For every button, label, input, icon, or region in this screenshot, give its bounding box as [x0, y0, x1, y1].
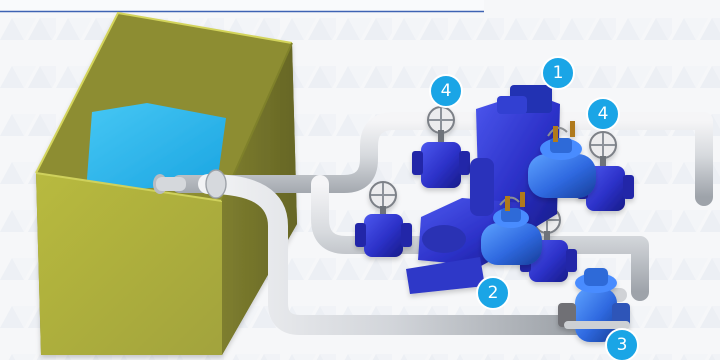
- callout-1: 1: [542, 57, 574, 89]
- callout-4-left: 4: [430, 75, 462, 107]
- callout-label-2: 2: [488, 283, 499, 303]
- callout-4-right: 4: [587, 98, 619, 130]
- callout-3: 3: [606, 329, 638, 360]
- callout-label-1: 1: [553, 63, 564, 83]
- callout-label-4-right: 4: [598, 104, 609, 124]
- callout-2: 2: [477, 277, 509, 309]
- header-rule: [0, 0, 484, 12]
- tank-front-wall: [36, 173, 222, 355]
- callout-label-4-left: 4: [441, 81, 452, 101]
- callout-label-3: 3: [617, 335, 628, 355]
